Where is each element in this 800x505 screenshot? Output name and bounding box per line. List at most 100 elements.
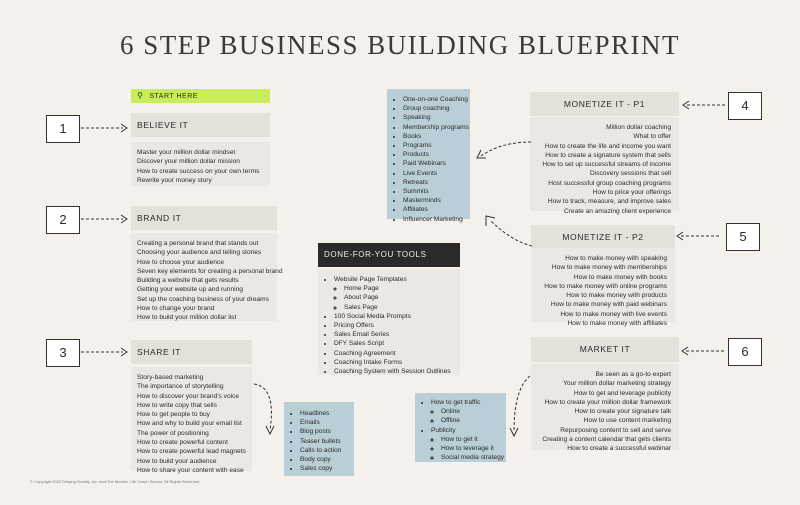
step-header-believe-it: BELIEVE IT: [131, 113, 270, 137]
list-subitem: Sales Page: [344, 303, 456, 312]
list-item: Teaser bullets: [300, 437, 350, 446]
copy-types-box: Headlines Emails Blog posts Teaser bulle…: [284, 402, 354, 476]
list-item: Programs: [403, 141, 466, 150]
list-item: Be seen as a go-to expert: [595, 371, 671, 378]
list-item: How to make money with books: [573, 273, 667, 281]
list-item: How to get people to buy: [137, 411, 210, 419]
list-item: Masterminds: [403, 196, 466, 205]
list-item: Create an amazing client experience: [563, 207, 671, 215]
list-item: Coaching Intake Forms: [334, 358, 456, 367]
list-subitem: How to get it: [441, 435, 502, 444]
list-item: How to build your audience: [137, 457, 217, 465]
list-item: How and why to build your email list: [137, 420, 242, 428]
list-item: How to make money with paid webinars: [550, 301, 667, 309]
list-item: Emails: [300, 418, 350, 427]
step-header-brand-it: BRAND IT: [131, 206, 277, 230]
list-item-text: Website Page Templates: [334, 276, 407, 283]
arrow-left-icon: [676, 231, 721, 241]
list-item: Pricing Offers: [334, 321, 456, 330]
list-item: One-on-one Coaching: [403, 95, 468, 104]
list-item: How to create the life and income you wa…: [544, 142, 671, 150]
list-item-text: How to get traffic: [431, 399, 481, 406]
dfy-body: Website Page Templates Home Page About P…: [318, 269, 460, 375]
step-header-market-it: MARKET IT: [531, 337, 679, 362]
list-item: How to create your signature talk: [574, 408, 671, 416]
list-item: How to use content marketing: [583, 417, 671, 425]
list-item: What to offer: [633, 133, 671, 141]
list-item-text: Publicity: [431, 426, 456, 434]
list-item: Blog posts: [300, 427, 350, 436]
list-item: How to price your offerings: [592, 189, 671, 197]
list-item: How to set up successful streams of inco…: [542, 161, 671, 169]
list-item: Summits: [403, 187, 466, 196]
arrow-left-icon: [681, 346, 726, 356]
list-item: How to track, measure, and improve sales: [547, 198, 671, 206]
list-item: How to choose your audience: [137, 258, 224, 266]
dfy-header: DONE-FOR-YOU TOOLS: [318, 243, 460, 267]
step-number-1: 1: [46, 115, 80, 143]
list-item: DFY Sales Script: [334, 339, 456, 348]
list-item: How to create your million dollar framew…: [544, 398, 671, 406]
list-item: How to create powerful content: [137, 439, 228, 447]
list-item: Your million dollar marketing strategy: [563, 380, 671, 388]
list-item: How to create a signature system that se…: [545, 151, 671, 159]
list-item: How to share your content with ease: [137, 466, 244, 474]
start-here-text: START HERE: [149, 93, 198, 100]
step-body-believe-it: Master your million dollar mindset Disco…: [131, 142, 270, 186]
list-item: How to write copy that sells: [137, 401, 217, 409]
list-item: Live Events: [403, 169, 466, 178]
list-subitem: Social media strategy: [441, 453, 504, 462]
location-pin-icon: ⚲: [137, 91, 144, 100]
list-item: Set up the coaching business of your dre…: [137, 295, 269, 303]
list-subitem: Offline: [441, 416, 502, 425]
list-item: How to make money with live events: [560, 310, 667, 318]
list-item: How to change your brand: [137, 305, 215, 313]
list-item: Getting your website up and running: [137, 286, 243, 294]
list-item: Group coaching: [403, 104, 466, 113]
step-body-monetize-p2: How to make money with speaking How to m…: [531, 248, 675, 327]
list-item: How to discover your brand's voice: [137, 392, 240, 400]
list-item: The power of positioning: [137, 429, 209, 437]
step-body-brand-it: Creating a personal brand that stands ou…: [131, 233, 283, 322]
list-item: Publicity How to get it How to leverage …: [431, 426, 504, 463]
list-item: Coaching System with Session Outlines: [334, 367, 456, 376]
list-item: How to get traffic Online Offline: [431, 398, 502, 426]
list-item: Repurposing content to sell and serve: [560, 426, 671, 434]
list-item: Choosing your audience and telling stori…: [137, 249, 262, 257]
list-subitem: How to leverage it: [441, 444, 502, 453]
list-item: 100 Social Media Prompts: [334, 312, 456, 321]
list-item: Sales Email Series: [334, 330, 456, 339]
list-item: How to build your million dollar list: [137, 314, 237, 322]
list-item: How to create powerful lead magnets: [137, 448, 246, 456]
list-item: Books: [403, 132, 466, 141]
list-item: Membership programs: [403, 123, 469, 132]
step-body-monetize-p1: Million dollar coaching What to offer Ho…: [530, 117, 679, 215]
list-item: Paid Webinars: [403, 159, 466, 168]
list-item: Influencer Marketing: [403, 215, 466, 224]
curved-arrow-icon: [509, 375, 531, 438]
income-streams-box: One-on-one Coaching Group coaching Speak…: [387, 89, 470, 223]
list-item: Sales copy: [300, 464, 350, 473]
list-item: How to make money with online programs: [544, 282, 667, 290]
list-subitem: Online: [441, 407, 502, 416]
list-item: Affiliates: [403, 205, 466, 214]
step-number-3: 3: [46, 339, 80, 367]
list-item: How to make money with affiliates: [567, 320, 667, 328]
list-item: Body copy: [300, 455, 350, 464]
step-number-4: 4: [728, 92, 762, 120]
list-item: How to make money with speaking: [565, 255, 667, 262]
step-number-5: 5: [726, 223, 760, 251]
step-header-share-it: SHARE IT: [131, 340, 252, 364]
list-item: Host successful group coaching programs: [548, 179, 671, 187]
arrow-right-icon: [81, 123, 128, 133]
list-item: The importance of storytelling: [137, 383, 224, 391]
step-body-market-it: Be seen as a go-to expert Your million d…: [531, 364, 679, 452]
list-item: Website Page Templates Home Page About P…: [334, 275, 456, 312]
list-item: Creating a content calendar that gets cl…: [542, 436, 671, 444]
list-item: Building a website that gets results: [137, 277, 239, 285]
list-item: Products: [403, 150, 466, 159]
list-item: Headlines: [300, 409, 350, 418]
copyright-text: © Copyright 2020 Defying Gravity, Inc. a…: [30, 479, 201, 484]
step-header-monetize-p2: MONETIZE IT - P2: [531, 225, 675, 249]
step-header-monetize-p1: MONETIZE IT - P1: [530, 92, 679, 116]
